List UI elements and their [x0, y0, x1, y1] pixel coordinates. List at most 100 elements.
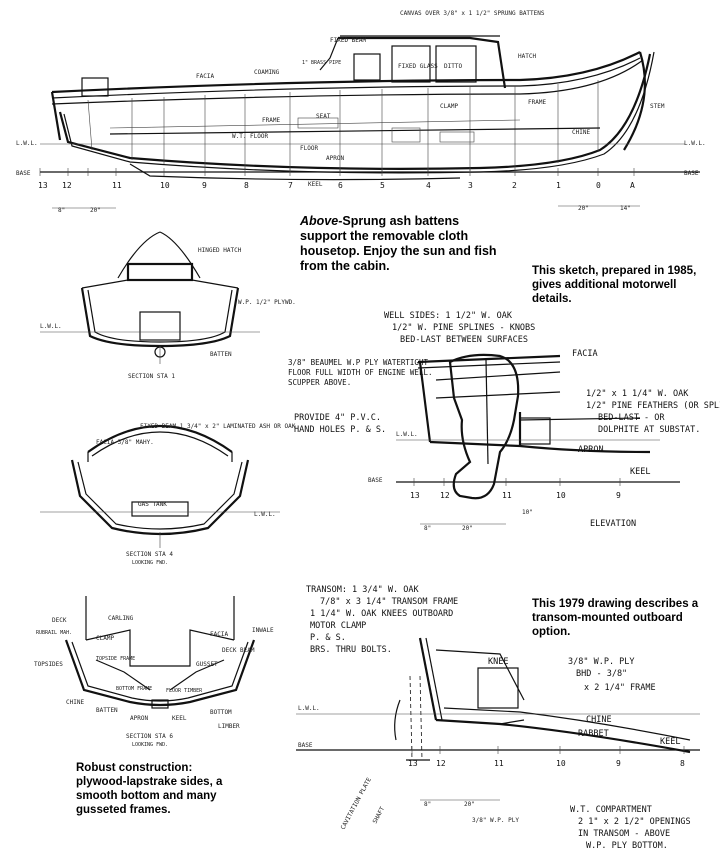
transom-chine-label: CHINE — [586, 715, 612, 725]
motorwell-bed-last-label: BED-LAST - OR — [598, 413, 665, 423]
transom-frame2-label: x 2 1/4" FRAME — [584, 683, 656, 693]
transom-station-number: 12 — [436, 759, 446, 768]
motorwell-base-label: BASE — [368, 477, 383, 484]
profile-station-number: 12 — [62, 181, 72, 190]
caption-robust: Robust construction: plywood-lapstrake s… — [76, 762, 223, 816]
profile-apron-label: APRON — [326, 155, 344, 162]
transom-ps-label: P. & S. — [310, 633, 346, 643]
transom-lwl-label: L.W.L. — [298, 705, 320, 712]
profile-clamp-label: CLAMP — [440, 103, 458, 110]
motorwell-hand-holes-label: HAND HOLES P. & S. — [294, 425, 386, 435]
profile-keel-label: KEEL — [308, 181, 323, 188]
transom-dim-20: 20" — [464, 801, 475, 808]
transom-knee-label: KNEE — [488, 657, 508, 667]
sta6-title: SECTION STA 6 — [126, 733, 173, 740]
profile-wt-floor-label: W.T. FLOOR — [232, 133, 269, 140]
motorwell-station-number: 13 — [410, 491, 420, 500]
sta1-plywood-label: W.P. 1/2" PLYWD. — [238, 299, 296, 306]
motorwell-drawing: WELL SIDES: 1 1/2" W. OAK 1/2" W. PINE S… — [288, 311, 720, 532]
profile-frame-label: FRAME — [528, 99, 546, 106]
profile-dim-20b: 20" — [578, 205, 589, 212]
sta6-deck-label: DECK — [52, 617, 67, 624]
sta1-batten-label: BATTEN — [210, 351, 232, 358]
sta6-keel-label: KEEL — [172, 715, 187, 722]
transom-in-transom-label: IN TRANSOM - ABOVE — [578, 829, 670, 839]
profile-station-number: 11 — [112, 181, 122, 190]
motorwell-well-sides-label: WELL SIDES: 1 1/2" W. OAK — [384, 311, 513, 321]
profile-station-number: 9 — [202, 181, 207, 190]
sta6-floor-timber-label: FLOOR TIMBER — [166, 688, 203, 694]
profile-seat-label: SEAT — [316, 113, 331, 120]
profile-station-number: 2 — [512, 181, 517, 190]
profile-hatch-label: HATCH — [518, 53, 536, 60]
transom-base-label: BASE — [298, 742, 313, 749]
transom-station-number: 10 — [556, 759, 566, 768]
profile-chine-label: CHINE — [572, 129, 590, 136]
motorwell-pvc-label: PROVIDE 4" P.V.C. — [294, 413, 381, 423]
transom-dim-8: 8" — [424, 801, 431, 808]
profile-fixed-beam-label: FIXED BEAM — [330, 37, 367, 44]
transom-wt-compartment-label: W.T. COMPARTMENT — [570, 805, 652, 815]
sta6-carling-label: CARLING — [108, 615, 134, 622]
profile-station-numbers: 13 12 11 10 9 8 7 6 5 4 3 2 1 0 A — [38, 181, 635, 190]
profile-dim-8: 8" — [58, 207, 65, 214]
profile-dim-20: 20" — [90, 207, 101, 214]
profile-facia-label: FACIA — [196, 73, 214, 80]
motorwell-dim-20: 20" — [462, 525, 473, 532]
sta6-inwale-label: INWALE — [252, 627, 274, 634]
section-sta4-drawing: FIXED BEAM 1 3/4" x 2" LAMINATED ASH OR … — [40, 423, 296, 566]
transom-bolts-label: BRS. THRU BOLTS. — [310, 645, 392, 655]
sta6-rubrail-label: RUBRAIL MAH. — [36, 630, 72, 636]
caption-above-em: Above — [300, 214, 339, 228]
motorwell-bed-label: BED-LAST BETWEEN SURFACES — [400, 335, 528, 345]
motorwell-elevation-label: ELEVATION — [590, 519, 636, 529]
profile-station-number: 3 — [468, 181, 473, 190]
sta6-subtitle: LOOKING FWD. — [132, 742, 168, 748]
sta4-gas-tank-label: GAS TANK — [138, 501, 167, 508]
transom-ply-label: 3/8" W.P. PLY — [568, 657, 635, 667]
profile-dim-14: 14" — [620, 205, 631, 212]
sta1-title: SECTION STA 1 — [128, 373, 175, 380]
profile-stem-label: STEM — [650, 103, 665, 110]
motorwell-pine-label: 1/2" PINE FEATHERS (OR SPLINES SUITABLE — [586, 401, 720, 411]
profile-brass-pipe-label: 1" BRASS PIPE — [302, 60, 341, 66]
transom-cavitation-label: CAVITATION PLATE — [340, 776, 373, 831]
section-sta1-drawing: HINGED HATCH W.P. 1/2" PLYWD. BATTEN L.W… — [40, 231, 296, 380]
sta4-fixed-beam-label: FIXED BEAM 1 3/4" x 2" LAMINATED ASH OR … — [140, 423, 296, 430]
transom-transom-label: TRANSOM: 1 3/4" W. OAK — [306, 585, 419, 595]
motorwell-splines-label: 1/2" W. PINE SPLINES - KNOBS — [392, 323, 535, 333]
transom-wp-ply-label: 3/8" W.P. PLY — [472, 817, 519, 824]
motorwell-lwl-label: L.W.L. — [396, 431, 418, 438]
sta1-hinged-hatch-label: HINGED HATCH — [198, 247, 242, 254]
profile-station-number: A — [630, 181, 635, 190]
transom-knees-label: 1 1/4" W. OAK KNEES OUTBOARD — [310, 609, 453, 619]
sta6-clamp-label: CLAMP — [96, 635, 114, 642]
profile-station-number: 8 — [244, 181, 249, 190]
profile-frames — [87, 80, 601, 173]
sta6-batten-label: BATTEN — [96, 707, 118, 714]
motorwell-station-number: 12 — [440, 491, 450, 500]
profile-base-right-label: BASE — [684, 170, 699, 177]
sta6-topside-frame-label: TOPSIDE FRAME — [96, 656, 135, 662]
profile-station-number: 10 — [160, 181, 170, 190]
motorwell-facia-label: FACIA — [572, 349, 598, 359]
transom-station-number: 11 — [494, 759, 504, 768]
profile-station-number: 13 — [38, 181, 48, 190]
motorwell-station-number: 10 — [556, 491, 566, 500]
sta4-subtitle: LOOKING FWD. — [132, 560, 168, 566]
transom-openings-label: 2 1" x 2 1/2" OPENINGS — [578, 817, 691, 827]
caption-sketch-1985: This sketch, prepared in 1985, gives add… — [532, 265, 697, 305]
transom-station-number: 8 — [680, 759, 685, 768]
sta4-title: SECTION STA 4 — [126, 551, 173, 558]
caption-above: Above-Sprung ash battens support the rem… — [300, 214, 500, 274]
profile-station-number: 4 — [426, 181, 431, 190]
sta1-lwl-label: L.W.L. — [40, 323, 62, 330]
transom-station-number: 13 — [408, 759, 418, 768]
profile-lwl-left-label: L.W.L. — [16, 140, 38, 147]
profile-frame-aft-label: FRAME — [262, 117, 280, 124]
sta6-facia-label: FACIA — [210, 631, 228, 638]
sta6-bottom-frame-label: BOTTOM FRAME — [116, 686, 152, 692]
motorwell-keel-label: KEEL — [630, 467, 650, 477]
transom-bottom-label: W.P. PLY BOTTOM. — [586, 841, 668, 851]
